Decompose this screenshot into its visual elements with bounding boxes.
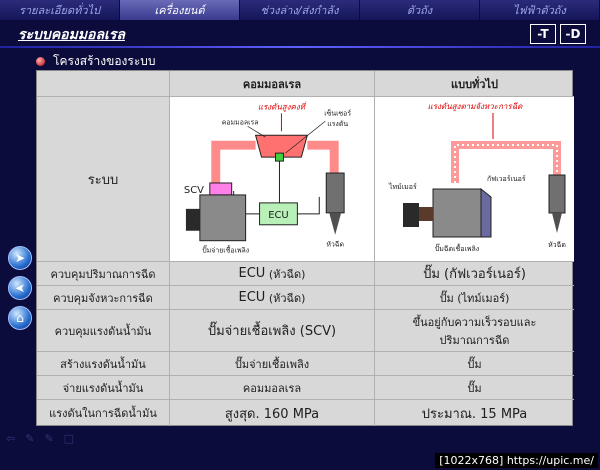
title-separator <box>0 46 600 48</box>
supply-pump-body <box>199 194 247 242</box>
pump-gear <box>185 208 200 231</box>
tab-chassis[interactable]: ช่วงล่าง/ส่งกำลัง <box>240 0 360 20</box>
cr-injector-body <box>325 172 345 214</box>
scv-label: SCV <box>184 185 204 196</box>
table-row: ควบคุมจังหวะการฉีด ECU (หัวฉีด) ปั๊ม (ไท… <box>37 286 574 310</box>
home-icon: ⌂ <box>16 311 24 325</box>
cr-value-sub: (หัวฉีด) <box>268 267 306 281</box>
page-title: ระบบคอมมอลเรล <box>18 27 125 43</box>
arrow-right-icon: ➤ <box>14 251 26 265</box>
cr-value: ECU (หัวฉีด) <box>170 286 375 309</box>
governor-block <box>480 187 492 238</box>
common-rail-body <box>254 134 308 158</box>
table-row: จ่ายแรงดันน้ำมัน คอมมอลเรล ปั๊ม <box>37 376 574 400</box>
side-nav: ➤ ➤ ⌂ <box>8 246 32 330</box>
row-label: ควบคุมปริมาณการฉีด <box>37 262 170 285</box>
tab-body[interactable]: ตัวถัง <box>360 0 480 20</box>
hp-pipe-left <box>211 140 256 185</box>
cr-value-main: ECU <box>238 290 266 305</box>
row-label: ควบคุมจังหวะการฉีด <box>37 286 170 309</box>
conventional-diagram: แรงดันสูงตามจังหวะการฉีด ไทม์เมอร์ กัฟเว… <box>375 97 574 261</box>
cr-value: ปั๊มจ่ายเชื้อเพลิง (SCV) <box>170 310 375 351</box>
section-title: โครงสร้างของระบบ <box>53 54 156 68</box>
row-label: สร้างแรงดันน้ำมัน <box>37 352 170 375</box>
conv-value: ขึ้นอยู่กับความเร็วรอบและปริมาณการฉีด <box>412 315 537 347</box>
cr-value-sub: (หัวฉีด) <box>268 291 306 305</box>
table-header-row: คอมมอลเรล แบบทั่วไป <box>37 71 574 97</box>
row-label: จ่ายแรงดันน้ำมัน <box>37 376 170 399</box>
footer-back-icon[interactable]: ⇦ <box>6 432 16 445</box>
cr-value: ปั๊มจ่ายเชื้อเพลิง <box>170 352 375 375</box>
conv-injector-tip <box>552 213 562 233</box>
row-label: ควบคุมแรงดันน้ำมัน <box>37 310 170 351</box>
hp-pipe-right <box>307 140 339 174</box>
footer-window-icon[interactable]: □ <box>63 432 75 445</box>
conv-injector-label: หัวฉีด <box>548 241 566 249</box>
system-label: ระบบ <box>37 97 170 261</box>
conv-hp-pipe-hatch <box>454 144 558 183</box>
cr-rail-leader <box>247 125 266 138</box>
conv-value: ประมาณ. 15 MPa <box>421 406 528 422</box>
image-caption: [1022x768] https://upic.me/ <box>435 453 598 468</box>
nav-home-button[interactable]: ⌂ <box>8 306 32 330</box>
tab-general[interactable]: รายละเอียดทั่วไป <box>0 0 120 20</box>
table-row: ควบคุมปริมาณการฉีด ECU (หัวฉีด) ปั๊ม (กั… <box>37 262 574 286</box>
d-button[interactable]: -D <box>560 24 586 44</box>
section-heading: โครงสร้างของระบบ <box>36 52 156 71</box>
header-common-rail: คอมมอลเรล <box>170 71 375 96</box>
cr-pressure-label: แรงดันสูงคงที่ <box>258 100 307 112</box>
conv-pump-label: ปั๊มฉีดเชื้อเพลิง <box>435 242 479 253</box>
arrow-left-icon: ➤ <box>14 281 26 295</box>
conv-pressure-label: แรงดันสูงตามจังหวะการฉีด <box>428 102 524 112</box>
conv-value: ปั๊ม (ไทม์เมอร์) <box>439 291 510 305</box>
td-buttons: -T -D <box>530 24 586 44</box>
cr-rail-label: คอมมอลเรล <box>222 118 259 126</box>
row-label: แรงดันในการฉีดน้ำมัน <box>37 400 170 426</box>
cr-value: สูงสุด. 160 MPa <box>170 400 375 426</box>
nav-back-button[interactable]: ➤ <box>8 276 32 300</box>
footer-pen-icon[interactable]: ✎ <box>25 432 35 445</box>
conv-value: ปั๊ม <box>467 357 482 371</box>
cr-value: คอมมอลเรล <box>170 376 375 399</box>
timer-block <box>419 207 433 221</box>
footer-edit-icon[interactable]: ✎ <box>44 432 54 445</box>
comparison-table: คอมมอลเรล แบบทั่วไป ระบบ แรงดันสูงคงที่ … <box>36 70 574 426</box>
conv-value: ปั๊ม (กัฟเวอร์เนอร์) <box>423 267 526 282</box>
system-diagram-row: ระบบ แรงดันสูงคงที่ คอมมอลเรล เซ็นเซอร์ … <box>37 97 574 262</box>
pressure-sensor <box>274 152 284 162</box>
t-button[interactable]: -T <box>530 24 556 44</box>
cr-sensor-label-1: เซ็นเซอร์ <box>324 108 351 117</box>
ecu-label: ECU <box>268 210 289 221</box>
injection-pump-body <box>432 188 482 238</box>
conventional-svg: แรงดันสูงตามจังหวะการฉีด ไทม์เมอร์ กัฟเว… <box>388 102 566 253</box>
cr-injector-label: หัวฉีด <box>326 241 344 249</box>
header-empty-cell <box>37 71 170 96</box>
table-row: สร้างแรงดันน้ำมัน ปั๊มจ่ายเชื้อเพลิง ปั๊… <box>37 352 574 376</box>
governor-label: กัฟเวอร์เนอร์ <box>487 175 526 183</box>
nav-forward-button[interactable]: ➤ <box>8 246 32 270</box>
common-rail-diagram: แรงดันสูงคงที่ คอมมอลเรล เซ็นเซอร์ แรงดั… <box>170 97 375 261</box>
common-rail-svg: แรงดันสูงคงที่ คอมมอลเรล เซ็นเซอร์ แรงดั… <box>184 100 351 255</box>
cr-sensor-label-2: แรงดัน <box>327 120 348 128</box>
cr-pump-label: ปั๊มจ่ายเชื้อเพลิง <box>202 244 249 255</box>
top-tab-bar: รายละเอียดทั่วไป เครื่องยนต์ ช่วงล่าง/ส่… <box>0 0 600 20</box>
tab-body-electrical[interactable]: ไฟฟ้าตัวถัง <box>480 0 600 20</box>
ecu-injector-wire <box>297 196 320 215</box>
scv-block <box>209 182 233 196</box>
table-row: ควบคุมแรงดันน้ำมัน ปั๊มจ่ายเชื้อเพลิง (S… <box>37 310 574 352</box>
bullet-icon <box>36 57 45 66</box>
cr-injector-tip <box>329 212 342 235</box>
conv-injector-body <box>548 174 566 214</box>
table-row: แรงดันในการฉีดน้ำมัน สูงสุด. 160 MPa ประ… <box>37 400 574 426</box>
conv-pump-gear <box>403 203 419 227</box>
cr-value: ECU (หัวฉีด) <box>170 262 375 285</box>
tab-engine[interactable]: เครื่องยนต์ <box>120 0 240 20</box>
conv-value: ปั๊ม <box>467 381 482 395</box>
cr-sensor-leader <box>285 121 326 154</box>
timer-label: ไทม์เมอร์ <box>388 182 417 191</box>
header-conventional: แบบทั่วไป <box>451 77 498 91</box>
footer-icons: ⇦ ✎ ✎ □ <box>6 432 74 445</box>
cr-value-main: ECU <box>238 266 266 281</box>
